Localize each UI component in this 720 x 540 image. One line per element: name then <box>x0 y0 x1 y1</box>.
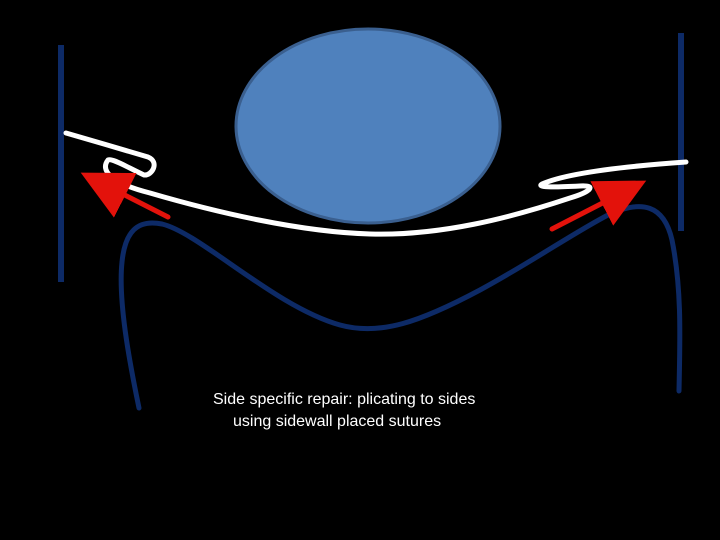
caption-line-1: Side specific repair: plicating to sides <box>213 391 476 408</box>
caption-line-2: using sidewall placed sutures <box>233 413 442 430</box>
left-arrow <box>80 172 171 220</box>
tissue-fold-curve <box>118 204 683 411</box>
organ-ellipse <box>234 27 502 225</box>
suture-line <box>63 130 689 237</box>
right-arrow <box>549 180 647 232</box>
caption-text: Side specific repair: plicating to sides… <box>213 389 533 433</box>
